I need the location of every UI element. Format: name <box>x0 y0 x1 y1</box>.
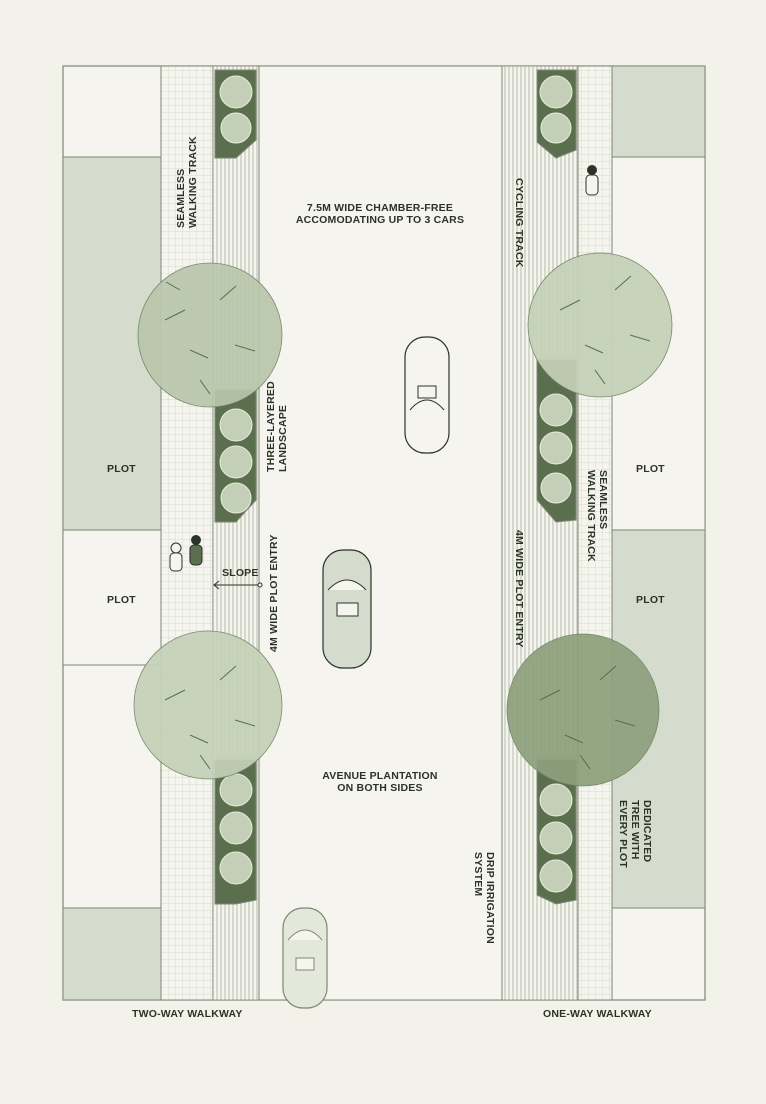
label-plot-left-1: PLOT <box>107 463 136 475</box>
tree-leaves <box>164 275 651 770</box>
car-3 <box>282 907 328 1009</box>
label-plot-entry-right: 4M WIDE PLOT ENTRY <box>513 530 525 648</box>
car-2 <box>322 549 372 669</box>
pedestrians <box>169 535 203 572</box>
label-plot-left-2: PLOT <box>107 594 136 606</box>
label-plot-right-1: PLOT <box>636 463 665 475</box>
slope-arrow <box>213 580 263 590</box>
tree-canopies <box>133 252 673 787</box>
label-plot-entry-left: 4M WIDE PLOT ENTRY <box>268 534 280 652</box>
label-one-way-walkway: ONE-WAY WALKWAY <box>543 1008 652 1020</box>
label-two-way-walkway: TWO-WAY WALKWAY <box>132 1008 243 1020</box>
cyclist <box>585 165 599 196</box>
shrubs <box>219 75 573 893</box>
plots-right <box>611 65 706 909</box>
label-plot-right-2: PLOT <box>636 594 665 606</box>
label-cycling-track: CYCLING TRACK <box>513 178 525 268</box>
label-slope: SLOPE <box>222 567 259 579</box>
car-1 <box>404 336 450 454</box>
plots-left <box>62 156 162 1001</box>
left-walkway <box>160 65 214 1001</box>
carriageway <box>258 65 503 1001</box>
